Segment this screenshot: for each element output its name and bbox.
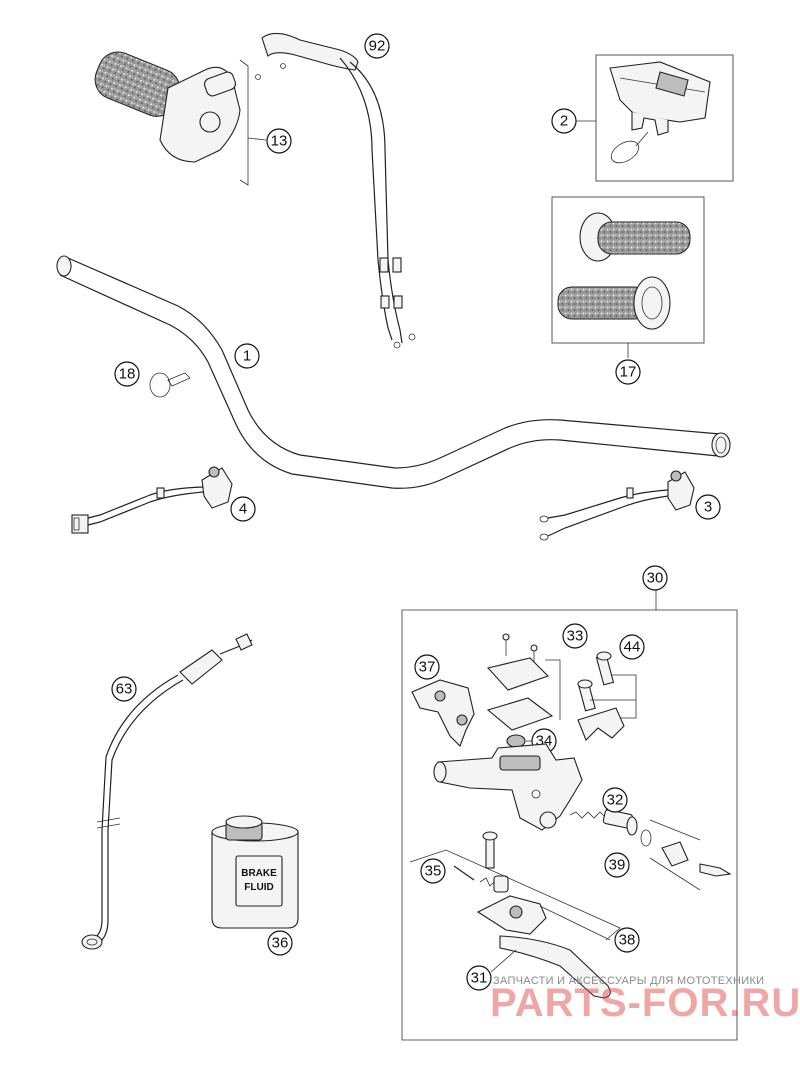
callout-31: 31	[466, 949, 517, 991]
brake-fluid-label-1: BRAKE	[241, 868, 277, 879]
watermark-subtitle: ЗАПЧАСТИ И АКСЕССУАРЫ ДЛЯ МОТОТЕХНИКИ	[493, 975, 764, 987]
handlebar	[56, 255, 731, 489]
master-cylinder-box	[401, 590, 738, 1041]
cable-tie	[149, 372, 191, 398]
callout-30: 30	[642, 565, 668, 591]
callout-92: 92	[364, 33, 390, 59]
svg-text:33: 33	[567, 628, 584, 645]
svg-text:63: 63	[116, 681, 133, 698]
callout-1: 1	[234, 343, 260, 369]
svg-text:92: 92	[369, 38, 386, 55]
grip-guard-box	[595, 54, 734, 182]
callout-18: 18	[114, 361, 140, 387]
svg-text:37: 37	[419, 659, 436, 676]
watermark-brand: PARTS-FOR.RU	[490, 981, 800, 1025]
svg-text:35: 35	[425, 863, 442, 880]
svg-text:31: 31	[471, 970, 488, 987]
watermark: ЗАПЧАСТИ И АКСЕССУАРЫ ДЛЯ МОТОТЕХНИКИ PA…	[490, 975, 800, 1025]
callout-4: 4	[230, 496, 256, 522]
brake-fluid-bottle: BRAKE FLUID	[211, 815, 299, 929]
reservoir-cover	[486, 633, 561, 731]
boot-plunger	[640, 819, 732, 891]
brake-hose	[81, 633, 253, 950]
lever-guard	[411, 679, 475, 747]
piston-kit	[569, 799, 638, 836]
svg-text:18: 18	[119, 366, 136, 383]
pin-spring	[409, 831, 621, 941]
brake-lever	[476, 895, 611, 999]
callout-63: 63	[111, 676, 137, 702]
reservoir-seal	[506, 734, 532, 748]
svg-text:1: 1	[243, 348, 251, 365]
callout-37: 37	[414, 654, 440, 680]
svg-text:36: 36	[272, 935, 289, 952]
brake-fluid-label-2: FLUID	[244, 882, 273, 893]
callout-2: 2	[551, 108, 596, 134]
callout-39: 39	[604, 852, 630, 878]
grips-box	[551, 196, 705, 358]
svg-text:32: 32	[607, 792, 624, 809]
callout-17: 17	[615, 359, 641, 385]
svg-text:17: 17	[620, 364, 637, 381]
svg-text:4: 4	[239, 501, 247, 518]
clamp	[577, 651, 637, 741]
master-cylinder-body	[433, 743, 583, 831]
svg-text:2: 2	[560, 113, 568, 130]
callout-44: 44	[619, 634, 645, 660]
callout-3: 3	[695, 494, 721, 520]
throttle-assembly	[94, 51, 267, 186]
left-switch	[71, 466, 233, 534]
right-switch	[539, 470, 695, 541]
callout-36: 36	[267, 930, 293, 956]
callout-33: 33	[562, 623, 588, 649]
svg-text:38: 38	[619, 932, 636, 949]
throttle-cables	[255, 32, 416, 349]
callout-35: 35	[420, 858, 446, 884]
callout-38: 38	[614, 927, 640, 953]
svg-text:3: 3	[704, 499, 712, 516]
svg-text:13: 13	[271, 133, 288, 150]
svg-text:44: 44	[624, 639, 641, 656]
callout-13: 13	[266, 128, 292, 154]
svg-text:30: 30	[647, 570, 664, 587]
callout-32: 32	[602, 787, 628, 813]
svg-text:39: 39	[609, 857, 626, 874]
